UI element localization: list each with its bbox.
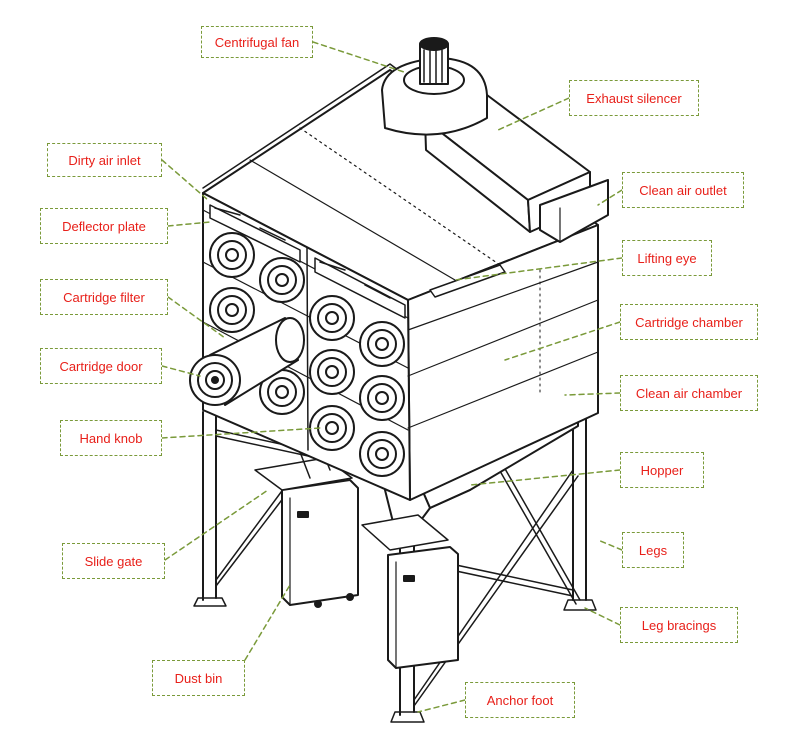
label-lifting-eye: Lifting eye: [622, 240, 712, 276]
label-clean-air-chamber: Clean air chamber: [620, 375, 758, 411]
label-clean-air-outlet: Clean air outlet: [622, 172, 744, 208]
label-exhaust-silencer: Exhaust silencer: [569, 80, 699, 116]
anchor-feet: [193, 597, 597, 723]
cartridge-filter: [189, 317, 305, 406]
clean-air-outlet: [539, 179, 609, 243]
leader-lines: [161, 41, 623, 713]
housing: [202, 63, 599, 501]
label-deflector-plate: Deflector plate: [40, 208, 168, 244]
label-cartridge-door: Cartridge door: [40, 348, 162, 384]
centrifugal-fan: [381, 37, 488, 136]
label-hand-knob: Hand knob: [60, 420, 162, 456]
dust-bin-left: [281, 479, 359, 608]
label-anchor-foot: Anchor foot: [465, 682, 575, 718]
label-dust-bin: Dust bin: [152, 660, 245, 696]
label-centrifugal-fan: Centrifugal fan: [201, 26, 313, 58]
cartridge-doors: [209, 232, 405, 477]
label-cartridge-chamber: Cartridge chamber: [620, 304, 758, 340]
deflector-plate: [209, 204, 406, 319]
label-hopper: Hopper: [620, 452, 704, 488]
lifting-eye: [429, 264, 506, 298]
dust-bin-right: [387, 546, 459, 669]
label-legs: Legs: [622, 532, 684, 568]
slide-gates: [254, 439, 449, 551]
label-leg-bracings: Leg bracings: [620, 607, 738, 643]
label-dirty-air-inlet: Dirty air inlet: [47, 143, 162, 177]
label-slide-gate: Slide gate: [62, 543, 165, 579]
label-cartridge-filter: Cartridge filter: [40, 279, 168, 315]
